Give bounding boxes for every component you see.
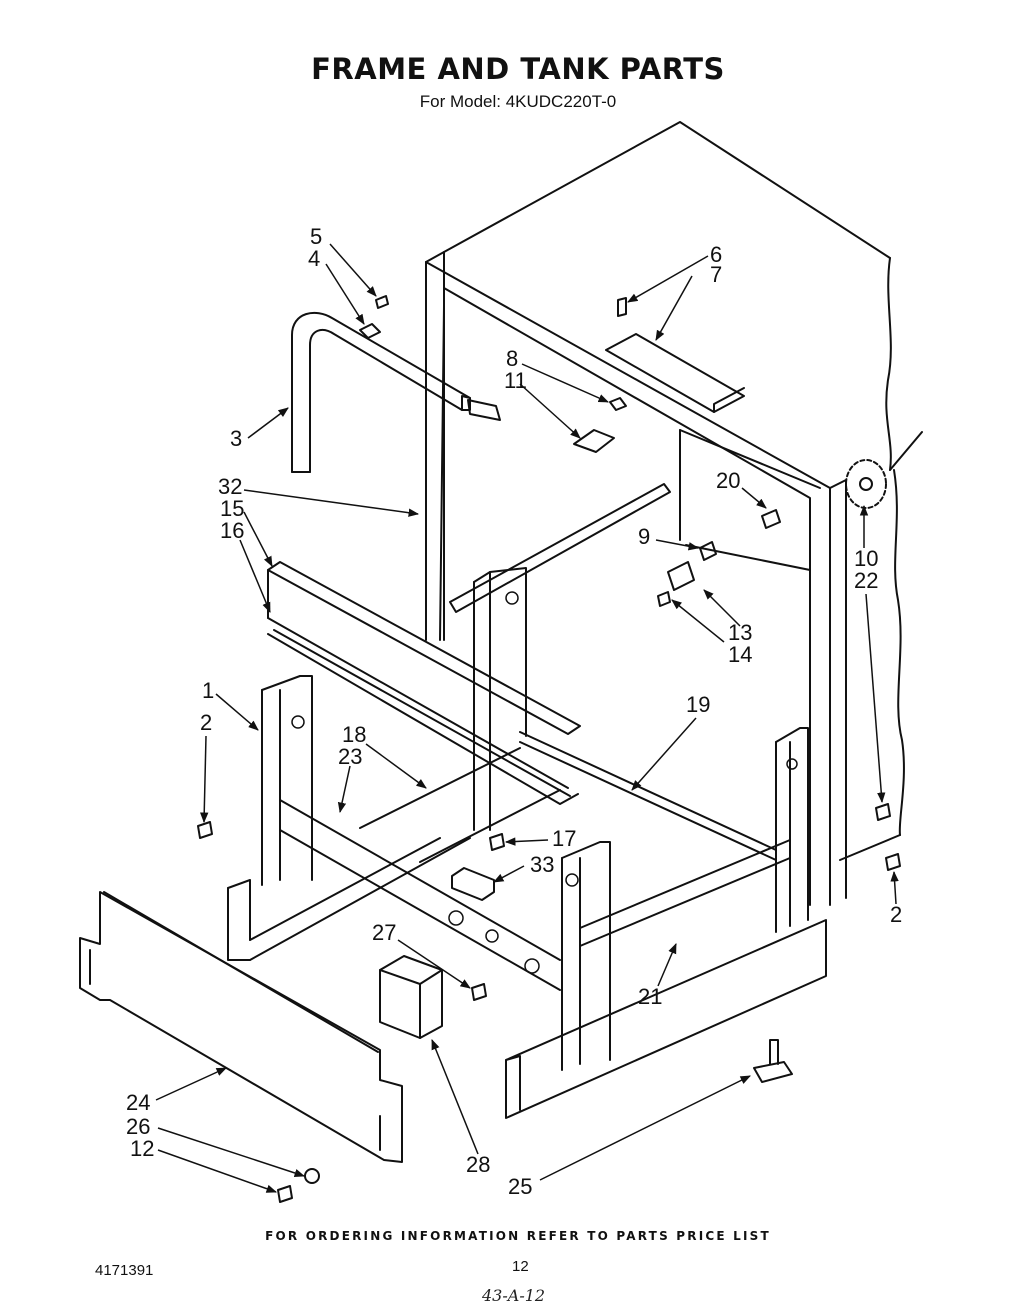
rear-rail [449, 483, 671, 613]
callout-33: 33 [530, 852, 554, 877]
callout-16: 16 [220, 518, 244, 543]
part-19-rail [519, 731, 777, 861]
tank-cabinet [425, 121, 923, 906]
callout-11: 11 [504, 368, 527, 393]
callout-10: 10 [854, 546, 878, 571]
part-25-leveling-leg [753, 1039, 793, 1083]
part-21-side-rail [579, 839, 791, 947]
center-upright [473, 567, 527, 831]
part-13-hinge-bracket [667, 561, 695, 591]
callout-8: 8 [506, 346, 518, 371]
part-2-screw-right [885, 853, 901, 871]
callout-19: 19 [686, 692, 710, 717]
part-27-screw [471, 983, 487, 1001]
part-18-23-cross-member [279, 747, 561, 991]
callout-1: 1 [202, 678, 214, 703]
part-9-bolt [699, 541, 717, 561]
right-rear-upright [775, 727, 809, 933]
part-14-screw [657, 591, 671, 607]
part-17-screw [489, 833, 505, 851]
callout-26: 26 [126, 1114, 150, 1139]
part-1-left-frame [227, 675, 471, 961]
callout-2-left: 2 [200, 710, 212, 735]
part-22-screw [875, 803, 891, 821]
part-20-spacer [761, 509, 781, 529]
part-8-clip [609, 397, 627, 411]
page-number: 12 [512, 1258, 529, 1275]
part-33-clip [451, 867, 495, 901]
document-number: 4171391 [95, 1262, 154, 1279]
part-4-clip [359, 323, 381, 339]
part-11-bracket [573, 429, 615, 453]
base-plate [505, 919, 827, 1119]
callout-24: 24 [126, 1090, 150, 1115]
callout-14: 14 [728, 642, 752, 667]
mounting-holes [291, 591, 798, 974]
callout-9: 9 [638, 524, 650, 549]
callout-4: 4 [308, 246, 320, 271]
part-6-screw [617, 297, 627, 317]
callout-22: 22 [854, 568, 878, 593]
callout-15: 15 [220, 496, 244, 521]
right-front-upright [561, 841, 611, 1071]
callout-28: 28 [466, 1152, 490, 1177]
callout-23: 23 [338, 744, 362, 769]
callout-5: 5 [310, 224, 322, 249]
callout-7: 7 [710, 262, 722, 287]
callout-18: 18 [342, 722, 366, 747]
page-title: FRAME AND TANK PARTS [311, 52, 725, 86]
callout-32: 32 [218, 474, 242, 499]
part-24-kick-panel [79, 891, 403, 1163]
callout-25: 25 [508, 1174, 532, 1199]
callout-13: 13 [728, 620, 752, 645]
callout-2-right: 2 [890, 902, 902, 927]
callout-6: 6 [710, 242, 722, 267]
callout-21: 21 [638, 984, 662, 1009]
callout-12: 12 [130, 1136, 154, 1161]
part-15-16-top-rail [267, 561, 581, 805]
leader-lines [155, 243, 899, 1193]
model-subtitle: For Model: 4KUDC220T-0 [419, 92, 617, 111]
part-7-bracket [605, 333, 745, 413]
part-26-washer [304, 1168, 320, 1184]
callout-labels: 5 4 3 6 7 8 11 32 15 16 20 9 13 14 10 22… [126, 224, 902, 1199]
callout-17: 17 [552, 826, 576, 851]
part-28-control-box [379, 955, 443, 1039]
callout-27: 27 [372, 920, 396, 945]
callout-3: 3 [230, 426, 242, 451]
part-5-screw [375, 295, 389, 309]
part-10-bumper [845, 459, 887, 509]
part-2-screw-left [197, 821, 213, 839]
handwritten-note: 43-A-12 [482, 1286, 546, 1305]
part-12-screw [277, 1185, 293, 1203]
callout-20: 20 [716, 468, 740, 493]
ordering-info-note: FOR ORDERING INFORMATION REFER TO PARTS … [265, 1229, 771, 1243]
part-3-tube [291, 311, 501, 473]
